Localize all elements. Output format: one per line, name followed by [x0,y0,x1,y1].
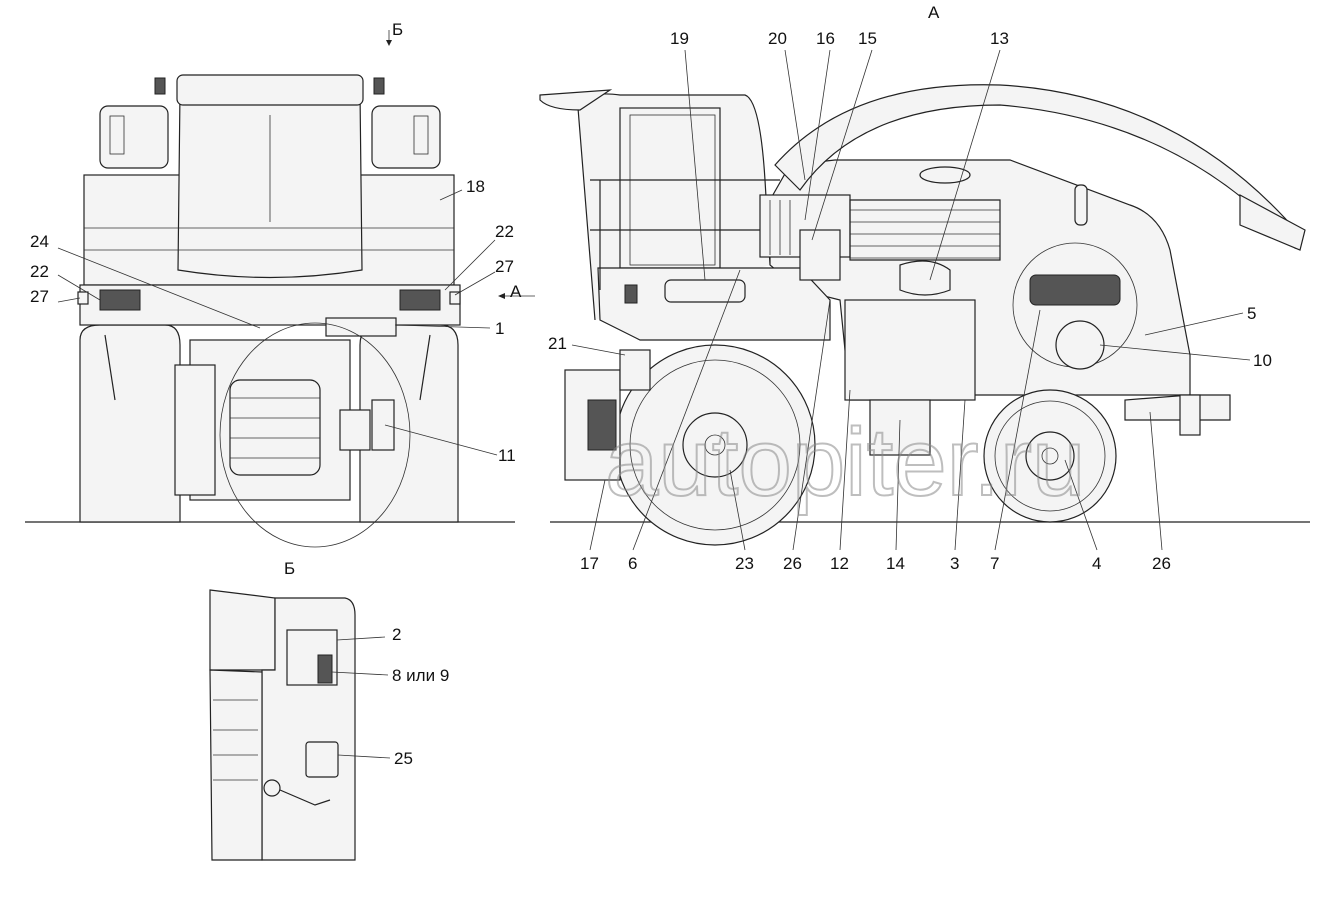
callout-label: 22 [30,262,49,281]
callout-label: 16 [816,29,835,48]
callout-label: 25 [394,749,413,768]
callout-label: 26 [1152,554,1171,573]
detail-view [209,589,356,861]
callout-label: 21 [548,334,567,353]
view-marker-a: А [928,3,940,22]
callout-label: 4 [1092,554,1101,573]
callout-label: 11 [498,446,516,465]
callout-label: 7 [990,554,999,573]
callout-label: 13 [990,29,1009,48]
callout-label: 27 [495,257,514,276]
callout-label: 1 [495,319,504,338]
front-view [77,74,461,548]
callout-label: 3 [950,554,959,573]
view-marker-b: Б [392,20,403,39]
callout-label: 6 [628,554,637,573]
callout-label: 15 [858,29,877,48]
side-view [539,84,1306,546]
view-arrow-down-icon [386,40,392,46]
front-arrow-marker-a: А [510,282,522,301]
callout-label: 22 [495,222,514,241]
callout-label: 12 [830,554,849,573]
callout-label: 10 [1253,351,1272,370]
view-arrow-left-icon [498,293,505,299]
leader-lines [57,30,1251,759]
detail-view-title: Б [284,559,295,578]
callout-label: 5 [1247,304,1256,323]
callout-label: 23 [735,554,754,573]
callout-label: 17 [580,554,599,573]
callout-label: 27 [30,287,49,306]
callout-label: 18 [466,177,485,196]
callout-label: 19 [670,29,689,48]
callout-label: 24 [30,232,49,251]
callout-label: 14 [886,554,905,573]
callout-label: 8 или 9 [392,666,449,685]
watermark: autopiter.ru [605,409,1085,516]
callout-label: 26 [783,554,802,573]
callout-label: 2 [392,625,401,644]
callout-label: 20 [768,29,787,48]
